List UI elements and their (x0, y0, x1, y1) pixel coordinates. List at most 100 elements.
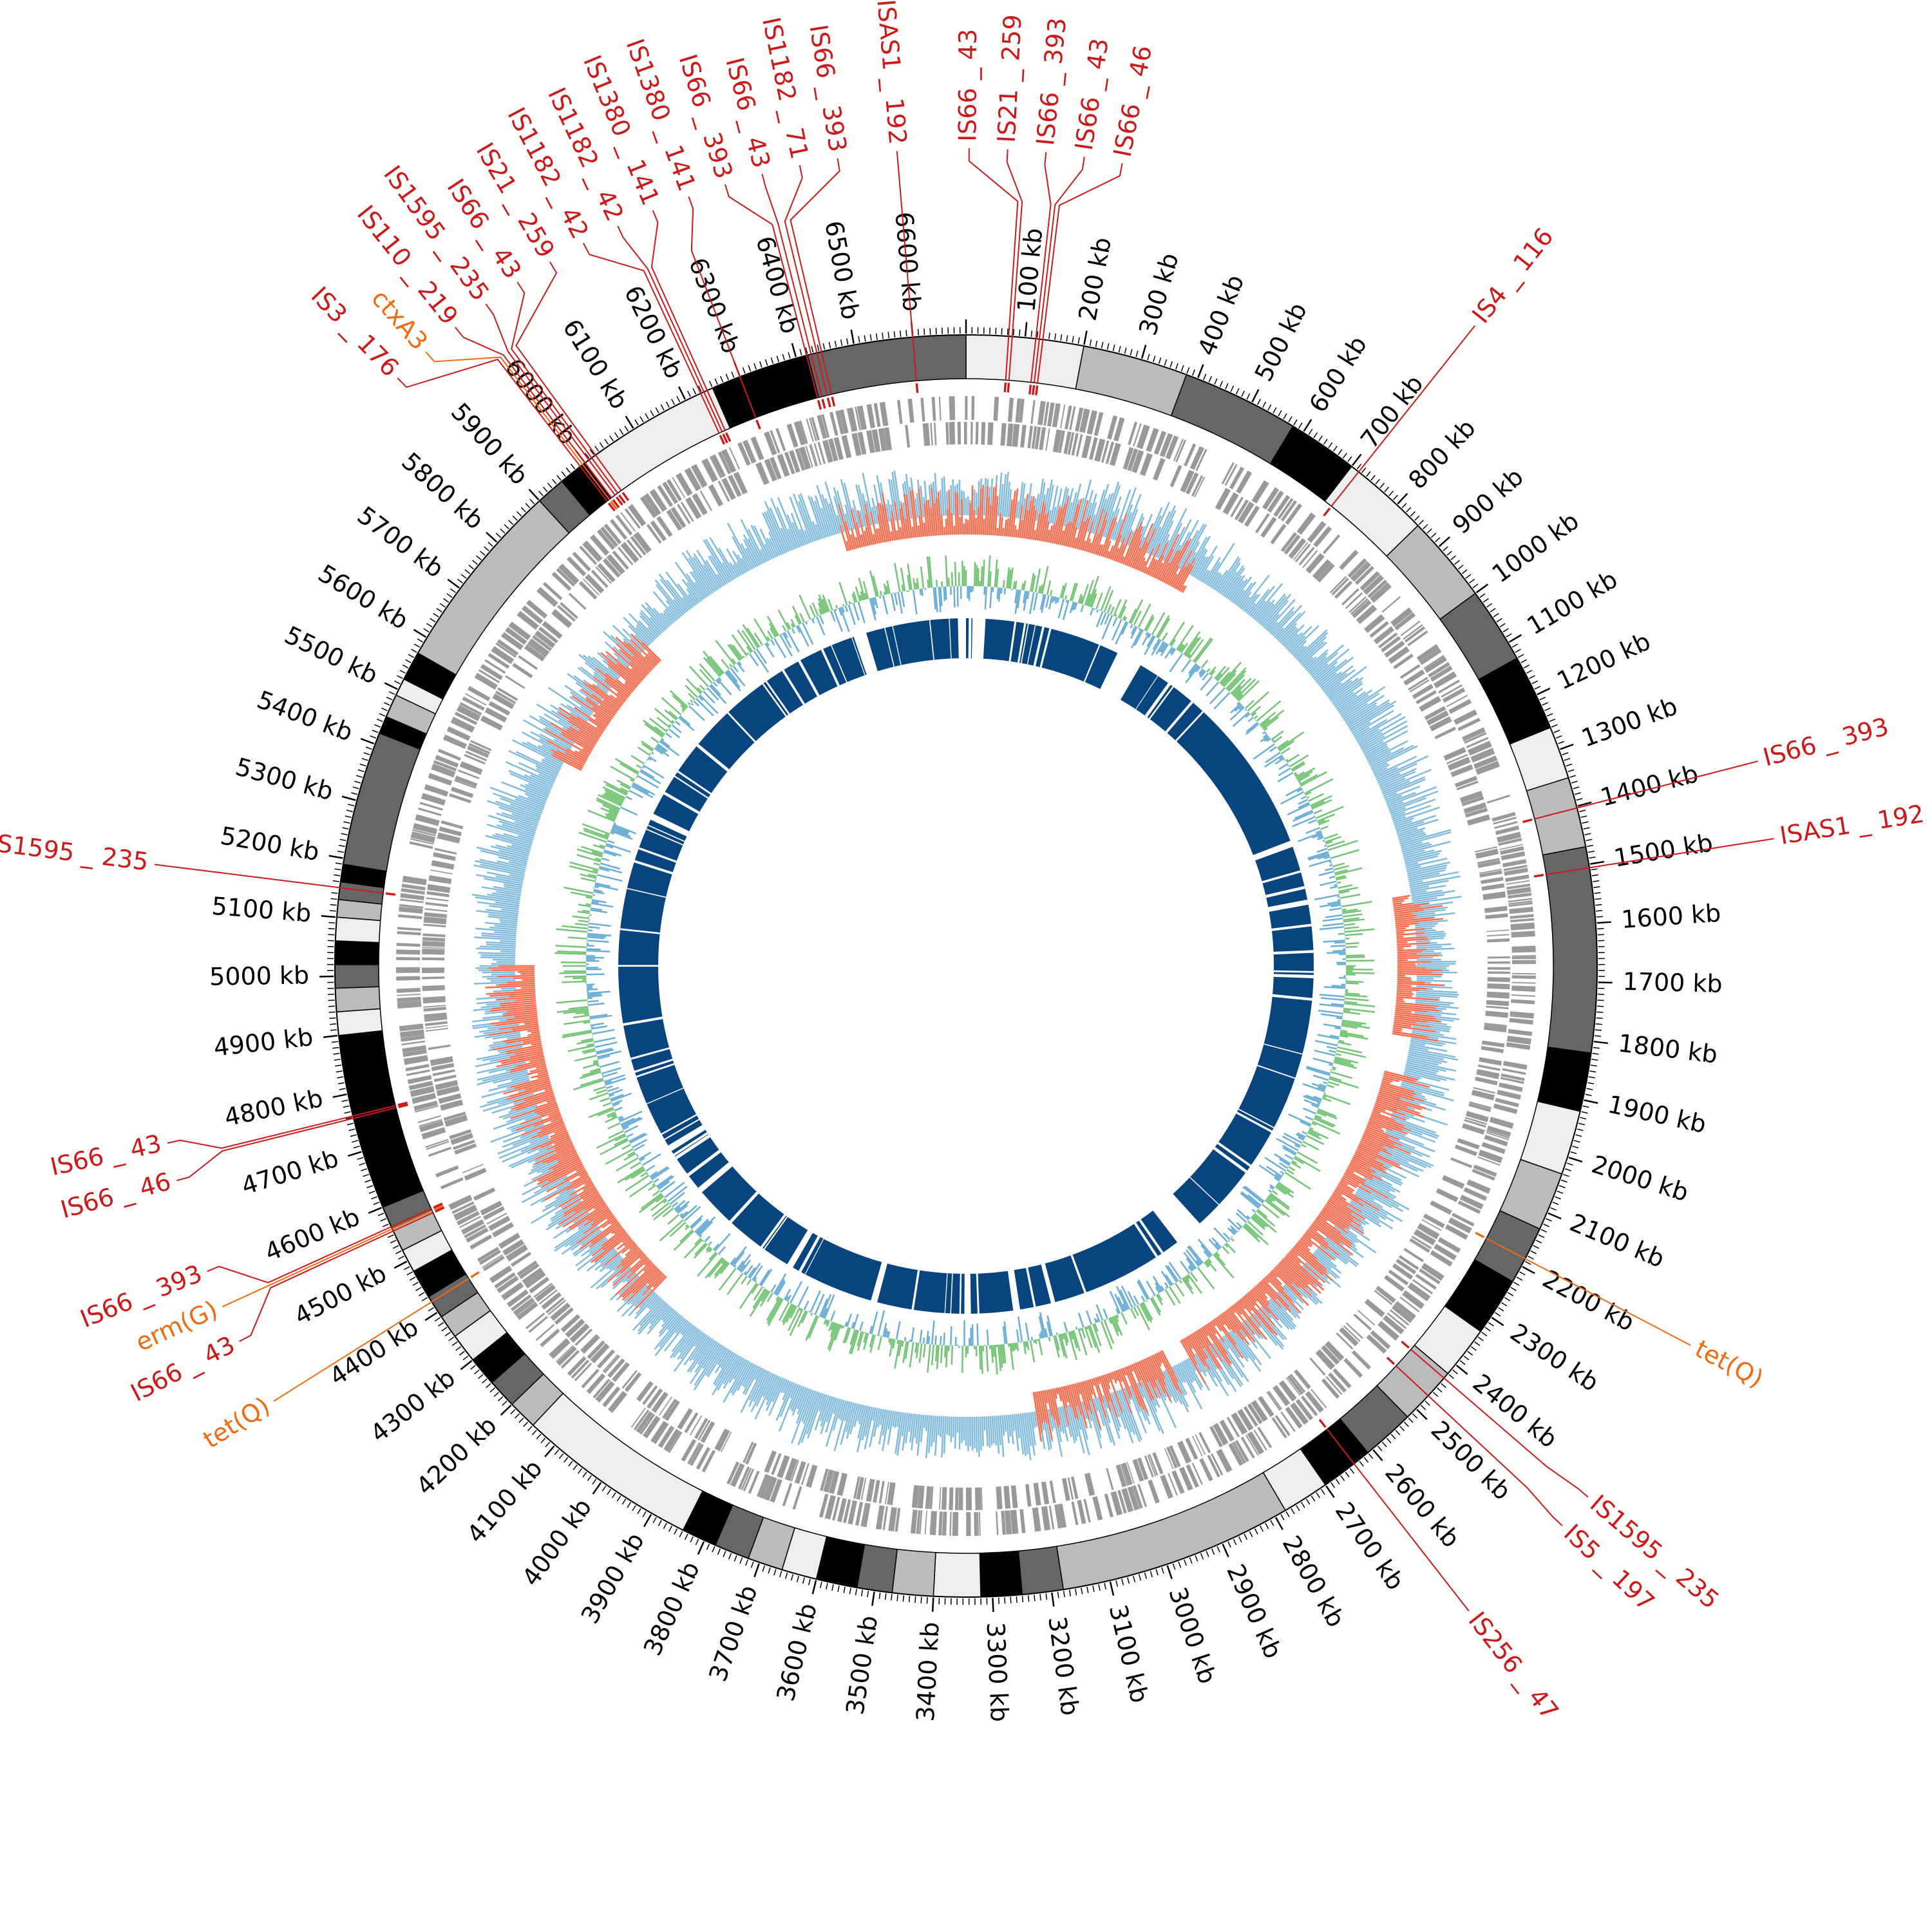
gc-skew-bar (1402, 840, 1451, 855)
gc-content-bar (1079, 596, 1084, 604)
gene-feature (1459, 1195, 1484, 1210)
gc-content-bar (928, 556, 933, 588)
gc-skew-neg-bar (486, 990, 536, 995)
gc-skew-bar (916, 1414, 923, 1456)
gc-skew-bar (1119, 512, 1133, 543)
gc-skew-bar (1370, 745, 1418, 770)
gc-skew-bar (1392, 815, 1406, 822)
gc-content-bar (753, 618, 769, 642)
gc-skew-neg-bar (531, 1133, 569, 1151)
gc-skew-neg-bar (1157, 549, 1175, 580)
gc-content-bar (1176, 625, 1194, 650)
gc-skew-bar (1347, 699, 1390, 727)
gc-skew-bar (1032, 1412, 1036, 1428)
gc-skew-bar (476, 1061, 526, 1074)
gc-content-bar (589, 1068, 601, 1073)
minor-tick (1296, 1505, 1300, 1511)
gc-content-bar (1264, 727, 1268, 732)
gc-skew-bar (616, 658, 629, 669)
gc-skew-neg-bar (1032, 1392, 1043, 1442)
gene-feature (1487, 961, 1510, 964)
gc-skew-neg-bar (545, 729, 591, 756)
gene-feature (1464, 732, 1487, 744)
gc-skew-bar (527, 782, 551, 793)
gc-content-bar (1139, 1303, 1150, 1321)
gc-content-bar (1260, 719, 1271, 727)
gc-content-bar (1310, 795, 1332, 807)
gene-feature (1510, 922, 1535, 931)
gene-feature (1273, 495, 1291, 517)
gene-feature (624, 508, 641, 529)
gc-skew-bar (1320, 671, 1342, 689)
gc-skew-neg-bar (1040, 1390, 1048, 1424)
minor-tick (1580, 1117, 1587, 1120)
gc-skew-bar (765, 1377, 782, 1412)
gene-feature (1215, 488, 1231, 511)
gc-skew-bar (1157, 533, 1170, 559)
gc-skew-bar (950, 485, 953, 516)
gc-skew-bar (859, 511, 865, 527)
minor-tick (1524, 1261, 1531, 1265)
gc-content-bar (656, 744, 667, 753)
major-tick (1416, 1408, 1428, 1420)
minor-tick (1496, 618, 1502, 623)
gc-content-bar (1100, 1320, 1113, 1350)
gc-content-bar (1325, 914, 1343, 918)
gc-skew-bar (500, 797, 542, 815)
minor-tick (1267, 404, 1272, 411)
gc-skew-bar (908, 1413, 913, 1432)
gc-content-bar (989, 571, 992, 587)
gc-content-bar (639, 1194, 663, 1213)
gc-content-bar (1231, 685, 1242, 696)
gene-feature (423, 1007, 446, 1012)
gene-feature (1351, 562, 1371, 582)
gc-content-bar (657, 1175, 674, 1189)
gc-content-bar (683, 1238, 703, 1259)
minor-tick (1570, 1151, 1577, 1155)
gc-content-bar (640, 769, 655, 779)
gc-skew-bar (983, 477, 987, 516)
gc-skew-neg-bar (931, 488, 936, 536)
gc-skew-bar (1097, 494, 1111, 535)
gc-skew-bar (1316, 1247, 1332, 1261)
gene-feature (554, 1307, 574, 1325)
gc-skew-neg-bar (542, 1147, 576, 1164)
gc-content-bar (605, 791, 624, 802)
gc-skew-bar (692, 556, 717, 592)
gc-skew-neg-bar (1350, 1159, 1376, 1173)
gc-skew-bar (1247, 589, 1270, 616)
gc-content-bar (587, 934, 607, 938)
gc-content-bar (1300, 1121, 1311, 1127)
gc-content-bar (1169, 653, 1184, 672)
gc-skew-bar (495, 925, 517, 929)
gc-skew-neg-bar (647, 1270, 662, 1285)
gc-skew-neg-bar (1363, 1131, 1395, 1146)
gc-content-bar (911, 1327, 915, 1343)
gc-content-bar (1155, 615, 1170, 638)
minor-tick (1203, 374, 1207, 381)
gc-skew-bar (1253, 583, 1283, 620)
gc-skew-bar (509, 873, 524, 878)
gc-skew-neg-bar (605, 677, 629, 698)
minor-tick (1529, 675, 1535, 679)
gc-content-bar (1215, 1251, 1220, 1257)
gc-skew-neg-bar (583, 1183, 594, 1191)
gc-skew-neg-bar (605, 650, 642, 683)
gene-feature (410, 838, 434, 845)
gc-skew-bar (481, 934, 516, 939)
minor-tick (1092, 1585, 1095, 1592)
gc-skew-neg-bar (1117, 1369, 1123, 1382)
gc-content-bar (1169, 621, 1186, 646)
gc-skew-bar (1029, 1412, 1036, 1446)
gc-content-bar (842, 1325, 845, 1329)
major-tick (1303, 419, 1312, 432)
gc-content-bar (827, 1323, 838, 1350)
ideogram-outline (334, 334, 1598, 1598)
gc-skew-bar (613, 646, 633, 664)
gene-feature (647, 1388, 663, 1409)
gc-skew-bar (544, 757, 562, 768)
gc-skew-bar (800, 1392, 820, 1443)
minor-tick (1545, 1218, 1552, 1222)
gc-skew-bar (1387, 786, 1437, 807)
minor-tick (1285, 1511, 1290, 1517)
